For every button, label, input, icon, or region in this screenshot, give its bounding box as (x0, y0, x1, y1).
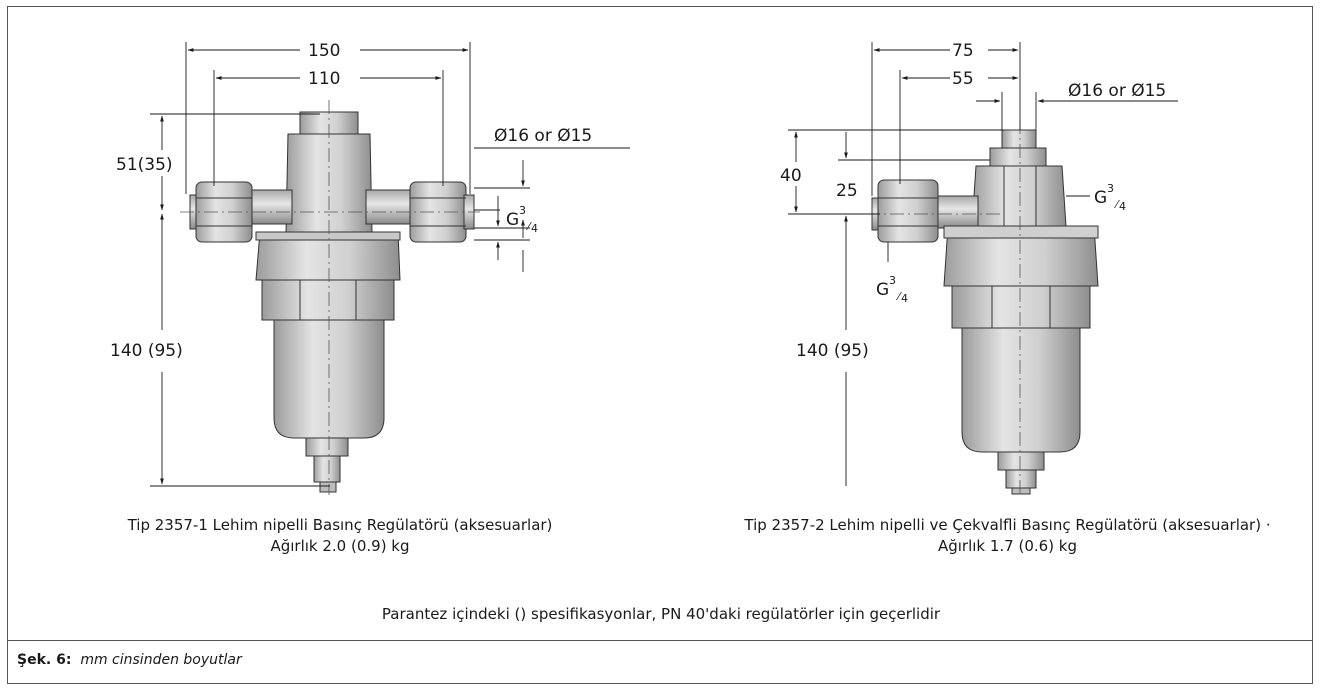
right-fitting-left (877, 179, 939, 243)
left-regulator-drawing (189, 111, 475, 493)
right-thread-label-upper: G 3 ⁄ 4 (1094, 182, 1126, 213)
left-pipe-right (365, 189, 413, 225)
svg-text:4: 4 (531, 222, 538, 235)
right-dim-140: 140 (95) (796, 341, 869, 361)
svg-text:3: 3 (889, 274, 896, 287)
right-thread-label-lower: G 3 ⁄ 4 (876, 274, 908, 305)
left-caption-title: Tip 2357-1 Lehim nipelli Basınç Regülatö… (127, 516, 553, 534)
right-dim-55: 55 (952, 69, 974, 89)
figure-caption: Şek. 6: mm cinsinden boyutlar (17, 652, 242, 668)
right-caption-title: Tip 2357-2 Lehim nipelli ve Çekvalfli Ba… (744, 516, 1271, 534)
left-dim-150: 150 (308, 41, 340, 61)
right-top-nut (989, 147, 1047, 167)
right-upper-body (971, 165, 1067, 227)
svg-text:4: 4 (901, 292, 908, 305)
svg-text:3: 3 (519, 204, 526, 217)
svg-text:G: G (876, 280, 889, 300)
left-thread-label: G 3 ⁄ 4 (506, 204, 538, 235)
svg-text:4: 4 (1119, 200, 1126, 213)
right-filter-cup (961, 327, 1081, 453)
right-dim-25: 25 (836, 181, 858, 201)
left-dim-110: 110 (308, 69, 340, 89)
svg-text:G: G (1094, 188, 1107, 208)
figure-frame (7, 6, 1313, 684)
figure-caption-divider (7, 640, 1313, 641)
left-filter-cup (273, 319, 385, 439)
svg-text:3: 3 (1107, 182, 1114, 195)
left-caption: Tip 2357-1 Lehim nipelli Basınç Regülatö… (95, 515, 585, 557)
left-pipe-left (247, 189, 293, 225)
left-dim-diameter: Ø16 or Ø15 (494, 126, 592, 146)
left-bottom-plug (313, 455, 341, 483)
right-dim-75: 75 (952, 41, 974, 61)
left-dim-140: 140 (95) (110, 341, 183, 361)
figure-label: Şek. 6: (17, 652, 72, 668)
figure-title: mm cinsinden boyutlar (80, 652, 242, 668)
svg-text:⁄: ⁄ (1113, 198, 1120, 211)
right-hex-ring (951, 285, 1091, 329)
pn40-note: Parantez içindeki () spesifikasyonlar, P… (381, 605, 941, 623)
left-caption-weight: Ağırlık 2.0 (0.9) kg (270, 537, 410, 555)
right-caption: Tip 2357-2 Lehim nipelli ve Çekvalfli Ba… (715, 515, 1300, 557)
left-hex-ring (261, 279, 395, 321)
right-bottom-plug (1005, 469, 1037, 489)
right-regulator-drawing (871, 129, 1099, 495)
left-dim-51: 51(35) (116, 155, 173, 175)
right-dim-diameter: Ø16 or Ø15 (1068, 81, 1166, 101)
svg-text:G: G (506, 210, 519, 230)
svg-text:⁄: ⁄ (895, 290, 902, 303)
svg-text:⁄: ⁄ (525, 220, 532, 233)
right-dim-40: 40 (780, 166, 802, 186)
right-caption-weight: Ağırlık 1.7 (0.6) kg (937, 537, 1078, 555)
